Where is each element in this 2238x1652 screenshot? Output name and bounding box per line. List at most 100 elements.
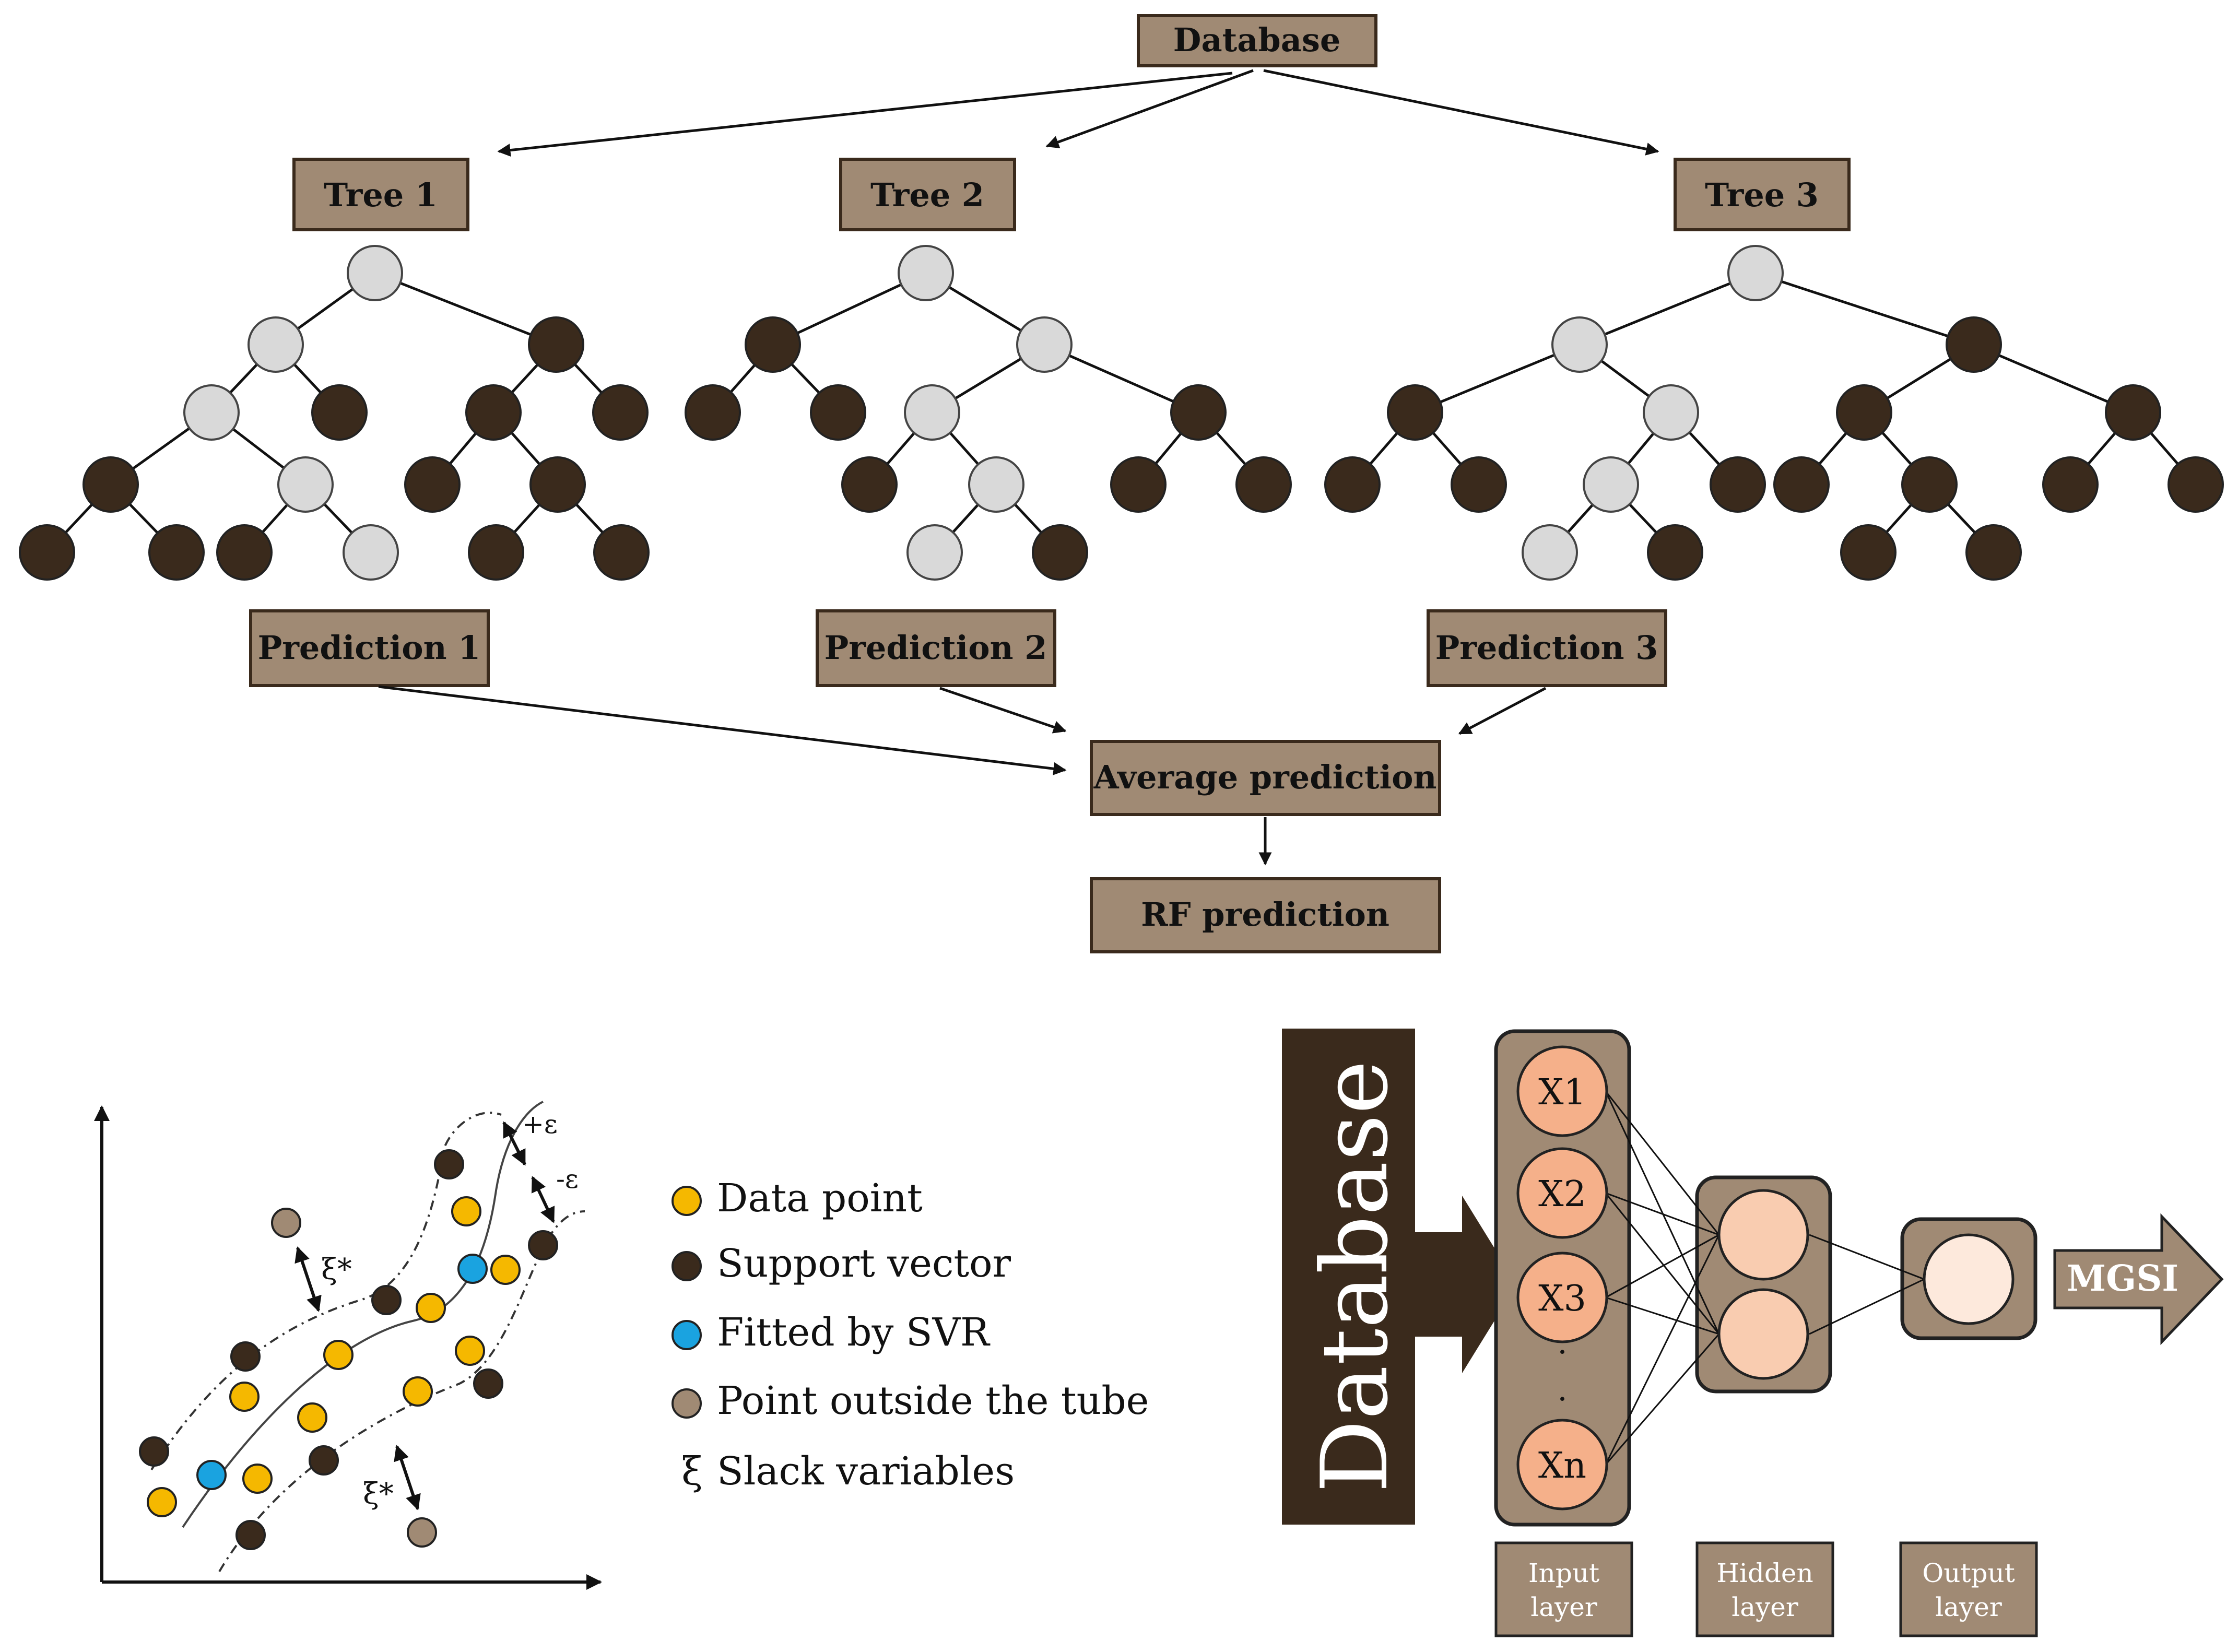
tree-node xyxy=(2168,456,2224,513)
arrow-pred2-to-average xyxy=(939,687,1067,734)
mgsi-label: MGSI xyxy=(2067,1258,2178,1300)
tree-node xyxy=(1451,456,1507,513)
input-node-x3 xyxy=(1516,1252,1608,1343)
legend-fitted: Fitted by SVR xyxy=(717,1310,991,1355)
tree-node xyxy=(1522,524,1578,581)
xi-star-arrow-lower xyxy=(394,1445,421,1511)
data-point xyxy=(451,1196,481,1226)
prediction1-box xyxy=(249,609,490,687)
tree-node xyxy=(216,524,273,581)
tree-node xyxy=(1583,456,1639,513)
legend-data-point-swatch xyxy=(672,1186,702,1216)
data-point xyxy=(323,1340,354,1370)
tree-node xyxy=(404,456,461,513)
minus-epsilon-label: -ε xyxy=(556,1164,579,1194)
support-vector-point xyxy=(434,1149,464,1179)
input-node-x1 xyxy=(1516,1045,1608,1137)
tree-node xyxy=(148,524,205,581)
outside-tube-point xyxy=(407,1517,437,1548)
tree-node xyxy=(906,524,963,581)
support-vector-point xyxy=(371,1285,402,1315)
tree-node xyxy=(465,384,522,441)
legend-fitted-swatch xyxy=(672,1320,702,1350)
legend-data-point: Data point xyxy=(717,1176,923,1221)
support-vector-point xyxy=(235,1520,266,1550)
support-vector-point xyxy=(309,1445,339,1476)
ann-database-block xyxy=(1282,1029,1517,1525)
input-node-xn-label: Xn xyxy=(1538,1445,1586,1486)
legend-slack-symbol: ξ xyxy=(681,1449,703,1494)
tree-node xyxy=(2042,456,2099,513)
input-node-xn xyxy=(1516,1419,1608,1511)
input-layer-label-box xyxy=(1494,1541,1633,1637)
prediction1-label: Prediction 1 xyxy=(258,629,481,667)
hidden-layer-label-line2: layer xyxy=(1731,1592,1798,1622)
tree-node xyxy=(1647,524,1703,581)
tree-node xyxy=(1710,456,1766,513)
input-node-x1-label: X1 xyxy=(1538,1072,1586,1113)
tree-node xyxy=(343,524,399,581)
prediction3-label: Prediction 3 xyxy=(1435,629,1658,667)
tree-node xyxy=(898,245,954,301)
tree-node xyxy=(592,384,649,441)
legend-outside-swatch xyxy=(672,1388,702,1419)
random-forest-diagram: Database Tree 1 Tree 2 Tree 3 xyxy=(19,14,2224,953)
tree-node xyxy=(1840,524,1897,581)
legend-slack: Slack variables xyxy=(717,1449,1015,1494)
xi-star-label-lower: ξ* xyxy=(363,1477,394,1511)
data-point xyxy=(455,1336,485,1366)
arrow-db-to-tree1 xyxy=(497,72,1233,157)
tree-node xyxy=(311,384,368,441)
data-point xyxy=(297,1402,327,1433)
tree-node xyxy=(1016,316,1073,373)
tree-node xyxy=(810,384,866,441)
data-point xyxy=(242,1464,273,1494)
ann-connections xyxy=(1605,1091,1925,1465)
arrow-db-to-tree3 xyxy=(1263,69,1659,156)
tree1-box xyxy=(292,158,469,231)
support-vector-point xyxy=(230,1341,261,1372)
xi-star-arrow-upper xyxy=(295,1246,322,1312)
data-point xyxy=(490,1255,521,1285)
tree-node xyxy=(1324,456,1381,513)
rf-database-box xyxy=(1137,14,1377,67)
tree-node xyxy=(277,456,334,513)
tree-node xyxy=(1836,384,1892,441)
tree-node xyxy=(1727,245,1784,301)
legend-outside: Point outside the tube xyxy=(717,1378,1149,1423)
data-point xyxy=(403,1376,433,1407)
tree-node xyxy=(183,384,240,441)
ann-database-label: Database xyxy=(1302,1060,1408,1493)
output-node xyxy=(1923,1233,2015,1325)
tree-node xyxy=(528,316,584,373)
svr-diagram: +ε -ε ξ* ξ* xyxy=(94,1101,1149,1590)
prediction2-label: Prediction 2 xyxy=(824,629,1047,667)
rf-prediction-box xyxy=(1090,877,1441,953)
svr-upper-margin xyxy=(150,1112,502,1471)
svr-legend: Data point Support vector Fitted by SVR … xyxy=(672,1176,1149,1494)
tree-node xyxy=(248,316,304,373)
tree-node xyxy=(1235,456,1292,513)
legend-support-vector: Support vector xyxy=(717,1241,1011,1286)
data-point xyxy=(147,1487,177,1517)
tree-node xyxy=(1387,384,1443,441)
fitted-point xyxy=(196,1460,227,1490)
tree-node xyxy=(1965,524,2022,581)
input-layer-label-line1: Input xyxy=(1528,1558,1599,1588)
tree2-label: Tree 2 xyxy=(870,176,984,214)
hidden-layer-label-box xyxy=(1695,1541,1834,1637)
tree-node xyxy=(968,456,1024,513)
arrow-pred1-to-average xyxy=(378,685,1067,775)
input-node-x3-label: X3 xyxy=(1538,1278,1586,1319)
legend-support-vector-swatch xyxy=(672,1251,702,1281)
rf-database-label: Database xyxy=(1173,21,1341,59)
tree-node xyxy=(745,316,801,373)
tree-node xyxy=(841,456,898,513)
average-prediction-box xyxy=(1090,740,1441,816)
tree-node xyxy=(529,456,586,513)
tree-node xyxy=(685,384,741,441)
plus-epsilon-arrow xyxy=(502,1121,526,1166)
hidden-node-1 xyxy=(1717,1189,1809,1281)
rf-prediction-label: RF prediction xyxy=(1141,895,1389,934)
